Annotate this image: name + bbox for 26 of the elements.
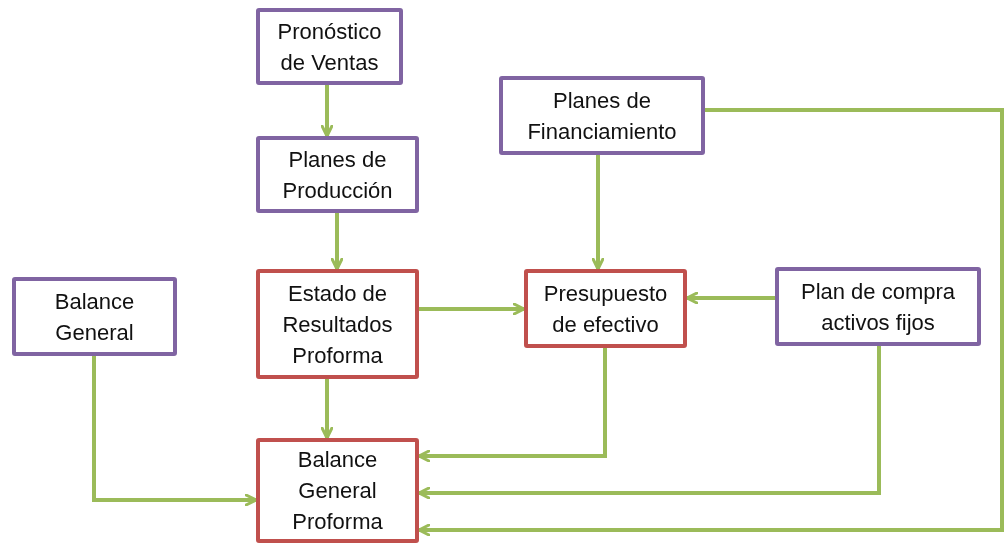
process-box <box>524 269 687 348</box>
process-box <box>256 269 419 379</box>
arrow <box>685 291 775 305</box>
arrow <box>92 356 258 507</box>
box-label: Plan de compra activos fijos <box>799 277 957 337</box>
process-box <box>12 277 177 356</box>
box-label: Estado de Resultados Proforma <box>281 279 394 370</box>
box-label: Pronóstico de Ventas <box>276 17 383 77</box>
arrow <box>417 346 881 500</box>
process-box <box>256 136 419 213</box>
arrow <box>330 213 344 271</box>
box-label: Planes de Producción <box>281 145 394 205</box>
arrow <box>417 108 1004 537</box>
arrow <box>320 379 334 440</box>
arrow <box>419 302 526 316</box>
process-box <box>775 267 981 346</box>
process-box <box>499 76 705 155</box>
process-box <box>256 438 419 543</box>
box-label: Balance General <box>53 287 136 347</box>
box-label: Presupuesto de efectivo <box>542 279 669 339</box>
box-label: Balance General Proforma <box>291 446 384 536</box>
arrow <box>320 85 334 138</box>
arrow <box>591 155 605 271</box>
process-box <box>256 8 403 85</box>
arrow <box>417 348 607 463</box>
box-label: Planes de Financiamiento <box>526 86 678 146</box>
